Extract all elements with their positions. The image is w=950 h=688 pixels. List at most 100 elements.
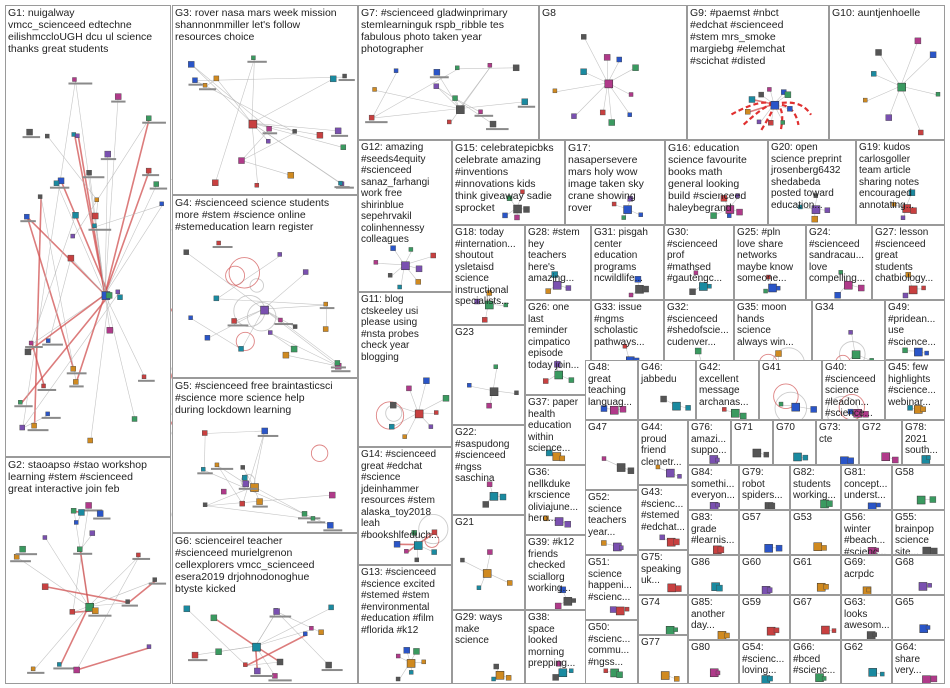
graph-node xyxy=(191,651,199,659)
graph-node xyxy=(72,77,77,82)
graph-edge xyxy=(900,85,940,96)
graph-edge xyxy=(900,40,919,87)
graph-node xyxy=(460,557,465,563)
group-graph-g81 xyxy=(867,502,881,509)
group-panel-g5: G5: #scienceed free braintasticsci #scie… xyxy=(172,378,358,533)
graph-node-caption xyxy=(53,667,75,670)
graph-node xyxy=(489,120,497,128)
graph-node xyxy=(499,493,507,501)
group-graph-g65 xyxy=(919,624,931,633)
graph-node-caption xyxy=(212,246,233,249)
group-panel-g20: G20: open science preprint jrosenberg643… xyxy=(768,140,856,225)
graph-edge xyxy=(900,54,934,87)
group-panel-g63: G63: looks awesom... xyxy=(841,595,892,640)
graph-node xyxy=(431,529,438,535)
graph-edge xyxy=(276,611,322,634)
graph-node xyxy=(571,113,577,119)
group-graph-g10 xyxy=(863,37,941,136)
graph-node xyxy=(766,587,773,593)
graph-edge xyxy=(392,412,419,428)
group-graph-g66 xyxy=(815,673,827,682)
graph-node xyxy=(874,547,879,553)
graph-node-hub xyxy=(252,642,261,652)
graph-node xyxy=(318,629,324,635)
group-panel-g8: G8 xyxy=(539,5,687,140)
graph-node xyxy=(266,126,272,132)
graph-node-hub xyxy=(401,261,410,271)
graph-node xyxy=(125,599,130,604)
graph-edge xyxy=(206,505,315,520)
graph-node xyxy=(603,668,609,673)
graph-node xyxy=(30,666,36,672)
graph-edge xyxy=(485,552,491,573)
graph-edge xyxy=(458,67,517,70)
graph-node-hub xyxy=(513,204,522,214)
graph-node xyxy=(73,379,79,385)
graph-node-hub xyxy=(770,100,780,110)
graph-node xyxy=(442,395,450,402)
graph-node-caption xyxy=(188,659,208,662)
graph-node xyxy=(389,423,395,430)
graph-node xyxy=(693,270,699,275)
graph-node xyxy=(628,292,634,298)
graph-edge xyxy=(206,494,333,507)
graph-node-hub xyxy=(793,452,802,462)
graph-node xyxy=(70,366,76,372)
group-graph-g58 xyxy=(916,495,937,505)
group-graph-g44 xyxy=(655,464,682,479)
graph-node xyxy=(57,662,62,667)
graph-node xyxy=(740,412,747,419)
graph-node xyxy=(413,648,420,655)
group-graph-g84 xyxy=(709,502,720,509)
graph-node-hub xyxy=(868,668,877,677)
graph-node-caption xyxy=(27,429,49,432)
graph-node xyxy=(580,68,587,75)
graph-node xyxy=(106,327,114,334)
graph-node xyxy=(243,662,248,667)
group-panel-g2: G2: staoapso #stao workshop learning #st… xyxy=(5,457,171,684)
graph-node xyxy=(221,488,227,495)
graph-node xyxy=(159,201,164,207)
graph-node xyxy=(423,377,430,384)
graph-node xyxy=(619,545,624,550)
group-panel-g7: G7: #scienceed gladwinprimary stemlearni… xyxy=(358,5,539,140)
graph-node xyxy=(70,233,75,239)
graph-node-caption xyxy=(68,82,93,85)
graph-node xyxy=(926,455,931,460)
graph-node xyxy=(96,510,104,517)
graph-edge xyxy=(216,255,281,300)
group-panel-g85: G85: another day... xyxy=(688,595,739,640)
graph-node-hub xyxy=(250,483,259,492)
graph-node xyxy=(75,133,80,139)
graph-edge xyxy=(583,37,609,84)
graph-edge xyxy=(459,66,492,109)
graph-node-caption xyxy=(142,121,166,124)
group-graph-g56 xyxy=(867,547,879,554)
graph-node xyxy=(152,577,157,582)
graph-node xyxy=(775,350,782,357)
graph-node xyxy=(278,317,283,323)
graph-node xyxy=(115,289,121,295)
graph-node-caption xyxy=(210,467,234,470)
graph-node xyxy=(875,49,882,56)
group-panel-g62: G62 xyxy=(841,640,892,684)
graph-node xyxy=(238,346,244,352)
graph-node xyxy=(773,627,780,634)
group-graph-g38 xyxy=(552,661,574,681)
graph-node-caption xyxy=(247,60,267,63)
graph-node xyxy=(502,212,508,219)
graph-node xyxy=(239,500,245,507)
graph-node xyxy=(328,604,334,611)
graph-node xyxy=(338,180,343,186)
graph-node xyxy=(821,545,827,551)
graph-node xyxy=(559,586,566,594)
graph-node-caption xyxy=(66,372,87,375)
graph-node-caption xyxy=(69,385,84,388)
graph-node xyxy=(45,133,50,139)
graph-edge xyxy=(22,80,76,429)
graph-node xyxy=(486,481,493,487)
graph-node xyxy=(609,606,617,613)
group-graph-g48 xyxy=(600,405,627,415)
graph-node-hub xyxy=(902,204,911,213)
